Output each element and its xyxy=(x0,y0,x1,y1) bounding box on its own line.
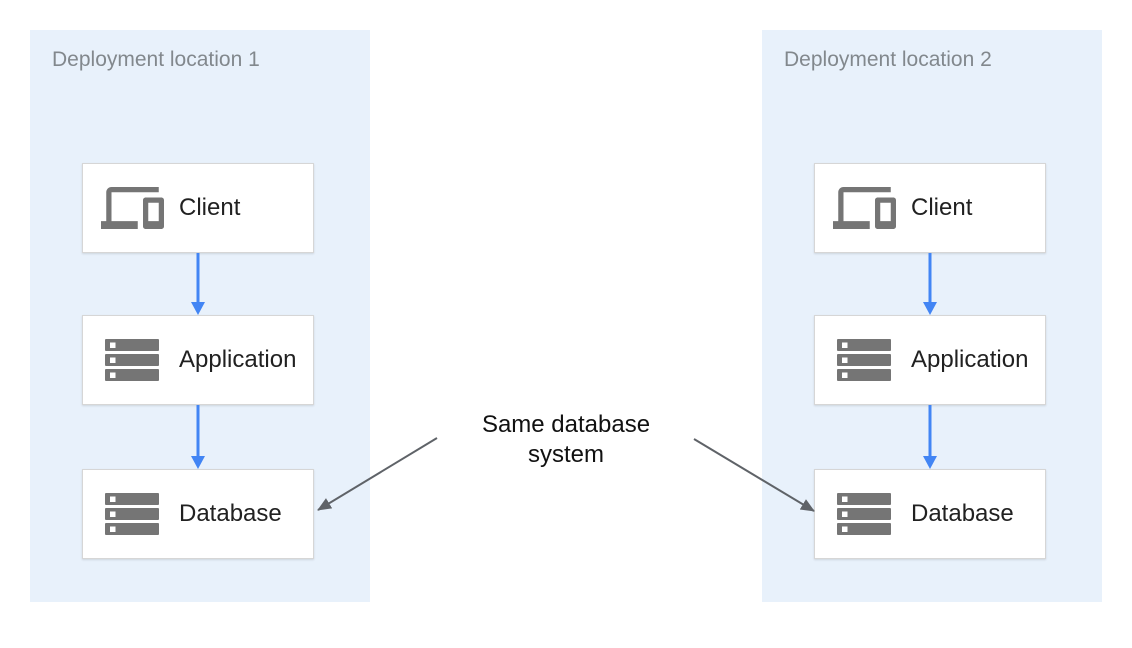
node-label: Application xyxy=(179,346,297,373)
server-stack-icon xyxy=(99,339,165,381)
devices-icon xyxy=(831,187,897,229)
zone-title: Deployment location 1 xyxy=(52,48,260,71)
node-label: Database xyxy=(911,500,1014,527)
node-application: Application xyxy=(814,315,1046,405)
devices-icon xyxy=(99,187,165,229)
node-database: Database xyxy=(814,469,1046,559)
node-label: Application xyxy=(911,346,1029,373)
flow-arrow-down-icon xyxy=(191,405,205,469)
server-stack-icon xyxy=(831,339,897,381)
server-stack-icon xyxy=(831,493,897,535)
flow-arrow-down-icon xyxy=(923,253,937,315)
annotation-same-database-system: Same database system xyxy=(481,411,651,468)
flow-arrow-down-icon xyxy=(923,405,937,469)
node-client: Client xyxy=(814,163,1046,253)
node-label: Client xyxy=(911,194,973,221)
node-client: Client xyxy=(82,163,314,253)
zone-deployment-location-2: Deployment location 2 Client xyxy=(762,30,1102,602)
zone-deployment-location-1: Deployment location 1 Client xyxy=(30,30,370,602)
node-label: Client xyxy=(179,194,241,221)
zone-title: Deployment location 2 xyxy=(784,48,992,71)
node-database: Database xyxy=(82,469,314,559)
node-label: Database xyxy=(179,500,282,527)
flow-arrow-down-icon xyxy=(191,253,205,315)
server-stack-icon xyxy=(99,493,165,535)
node-application: Application xyxy=(82,315,314,405)
